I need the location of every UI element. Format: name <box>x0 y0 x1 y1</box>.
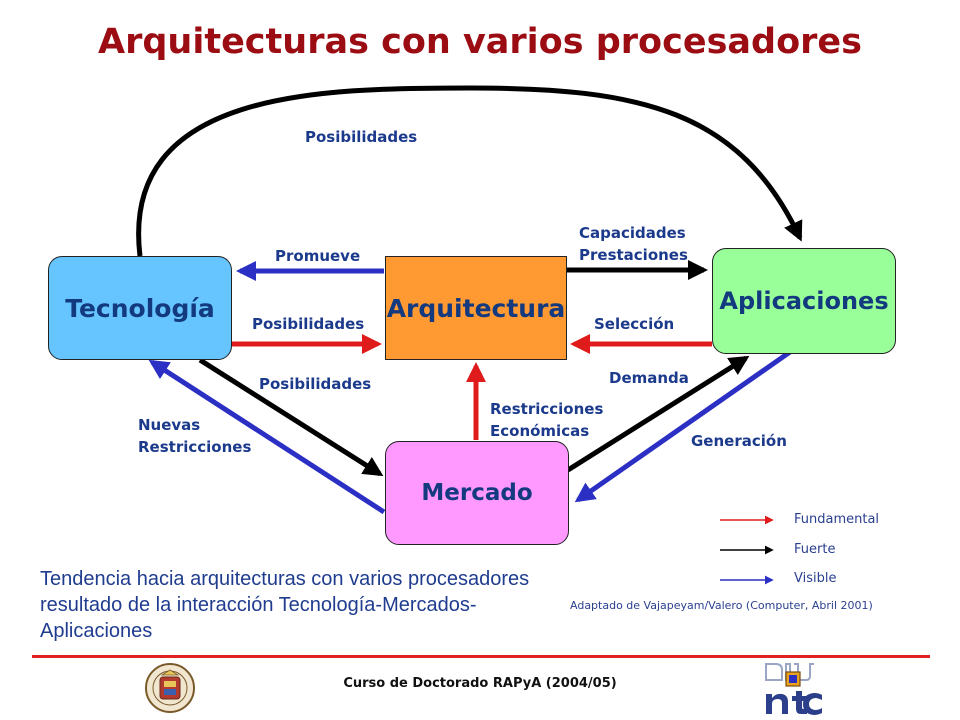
node-tecnologia-label: Tecnología <box>65 293 215 323</box>
page-title: Arquitecturas con varios procesadores <box>98 22 862 62</box>
label-restricciones2: Restricciones <box>138 438 252 456</box>
node-tecnologia: Tecnología <box>48 256 232 360</box>
footer-text: Curso de Doctorado RAPyA (2004/05) <box>343 676 617 691</box>
label-prestaciones: Prestaciones <box>579 246 688 264</box>
label-demanda: Demanda <box>609 369 689 387</box>
label-posibilidades-red: Posibilidades <box>252 315 365 333</box>
legend-visible: Visible <box>794 571 837 586</box>
university-seal-icon <box>145 663 195 713</box>
legend-fundamental: Fundamental <box>794 512 880 527</box>
label-economicas: Económicas <box>490 422 590 440</box>
ntc-logo-icon <box>765 663 822 715</box>
label-generacion: Generación <box>691 432 787 450</box>
credit-text: Adaptado de Vajapeyam/Valero (Computer, … <box>570 599 873 612</box>
label-top-arc: Posibilidades <box>305 128 418 146</box>
node-arquitectura-label: Arquitectura <box>386 293 566 323</box>
label-promueve: Promueve <box>275 247 361 265</box>
legend-fuerte: Fuerte <box>794 542 836 557</box>
node-arquitectura: Arquitectura <box>385 256 567 360</box>
arrow-demanda <box>566 355 750 473</box>
arrow-nuevas-restricciones <box>148 359 386 515</box>
node-aplicaciones-label: Aplicaciones <box>719 287 889 315</box>
arrow-posibilidades-black <box>198 357 384 477</box>
node-aplicaciones: Aplicaciones <box>712 248 896 354</box>
node-mercado-label: Mercado <box>421 480 533 506</box>
caption-text: Tendencia hacia arquitecturas con varios… <box>40 568 530 642</box>
label-seleccion: Selección <box>594 315 675 333</box>
label-capacidades: Capacidades <box>579 224 686 242</box>
label-nuevas: Nuevas <box>138 416 201 434</box>
node-mercado: Mercado <box>385 441 569 545</box>
label-restricciones: Restricciones <box>490 400 604 418</box>
arrow-generacion <box>574 349 792 503</box>
footer-divider <box>32 655 930 658</box>
label-posibilidades-black: Posibilidades <box>259 375 372 393</box>
arc-tecnologia-aplicaciones <box>136 85 803 257</box>
